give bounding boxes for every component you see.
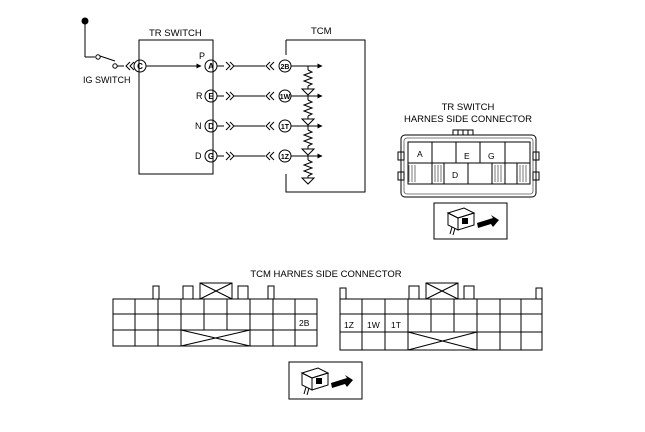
ig-switch-icon <box>95 54 135 71</box>
tr-pin-e: E <box>464 151 470 161</box>
circuit-row-n: N D 1T <box>195 119 323 156</box>
tcm-title: TCM <box>311 26 332 37</box>
tr-switch-box <box>138 39 214 175</box>
svg-text:1T: 1T <box>281 124 290 131</box>
connector-view-icon <box>288 361 363 400</box>
svg-text:2B: 2B <box>281 64 290 71</box>
svg-text:1Z: 1Z <box>281 154 290 161</box>
svg-text:G: G <box>208 152 214 161</box>
svg-text:C: C <box>137 62 143 71</box>
tcm-connector-right: 1Z 1W 1T <box>339 282 543 351</box>
tcm-pin-1t: 1T <box>391 320 401 330</box>
circuit-row-p: P A 2B <box>199 51 323 96</box>
tr-switch-connector: TR SWITCH HARNES SIDE CONNECTOR <box>397 102 540 198</box>
tr-pin-a: A <box>417 149 423 159</box>
ig-pin-c: C <box>133 59 147 73</box>
tcm-box <box>285 39 366 193</box>
svg-text:D: D <box>208 122 214 131</box>
circuit-row-r: R E 1W <box>196 89 323 126</box>
svg-text:D: D <box>195 151 202 161</box>
tcm-pin-1z: 1Z <box>344 320 354 330</box>
svg-text:E: E <box>208 92 214 101</box>
tr-pin-g: G <box>488 151 495 161</box>
svg-text:1W: 1W <box>280 94 291 101</box>
circuit-row-d: D G 1Z <box>195 149 323 185</box>
svg-text:R: R <box>196 91 203 101</box>
tcm-connector-left: 2B <box>112 282 318 347</box>
svg-text:P: P <box>199 51 205 61</box>
connector-view-icon <box>433 202 508 240</box>
tr-pin-d: D <box>452 170 458 180</box>
tr-switch-title: TR SWITCH <box>149 28 202 39</box>
tcm-connector-title: TCM HARNES SIDE CONNECTOR <box>250 269 401 280</box>
svg-text:A: A <box>208 62 214 71</box>
tcm-pin-1w: 1W <box>367 320 380 330</box>
tr-connector-title-2: HARNES SIDE CONNECTOR <box>404 114 532 125</box>
power-source-icon <box>81 17 95 58</box>
svg-text:N: N <box>195 121 202 131</box>
tcm-pin-2b: 2B <box>299 318 310 328</box>
circuit-schematic: IG SWITCH C TR SWITCH TCM P A 2B <box>81 17 366 193</box>
tr-connector-title-1: TR SWITCH <box>442 102 495 113</box>
ig-switch-label: IG SWITCH <box>83 75 131 85</box>
